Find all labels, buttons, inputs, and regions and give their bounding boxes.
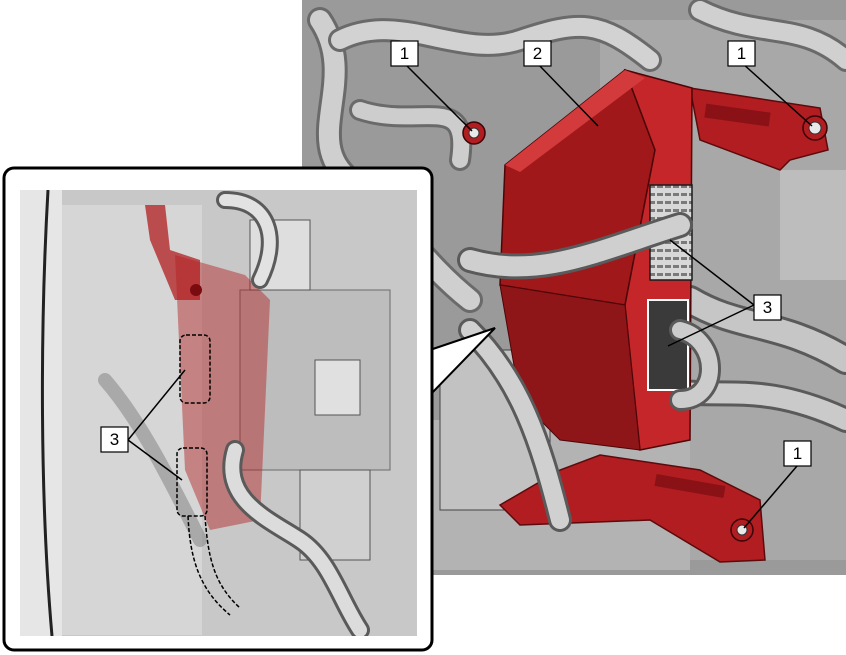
main-view bbox=[302, 0, 846, 575]
leader-1-upper-left bbox=[403, 62, 473, 132]
inset-dashed-connectors bbox=[176, 334, 241, 616]
lower-bracket-slot bbox=[654, 474, 726, 498]
inset-bracket-upper bbox=[145, 205, 200, 300]
harness-front-fill bbox=[460, 215, 690, 277]
dashed-connector-lower bbox=[176, 447, 208, 517]
inset-bracket-hole bbox=[190, 284, 202, 296]
inset-harness-lower-fill bbox=[225, 443, 367, 636]
callout-2-label: 2 bbox=[533, 44, 542, 63]
inset-leader-lines bbox=[127, 369, 186, 481]
inset-connector-mid bbox=[314, 359, 361, 416]
inset-left-edge bbox=[40, 190, 54, 636]
inset-leader-3-b bbox=[127, 439, 183, 481]
callout-1-upper-right: 1 bbox=[727, 40, 756, 67]
inset-module-translucent bbox=[175, 255, 270, 530]
callout-1-upper-right-label: 1 bbox=[737, 44, 746, 63]
harness-right-mid-fill bbox=[678, 288, 846, 372]
leader-1-lower-right bbox=[743, 465, 798, 529]
callout-3-main: 3 bbox=[753, 294, 782, 321]
callout-1-lower-right-label: 1 bbox=[793, 444, 802, 463]
dashed-connector-upper bbox=[179, 334, 211, 404]
inset-view bbox=[20, 190, 417, 636]
harness-top-fill bbox=[331, 17, 659, 69]
connector-slot-lower bbox=[647, 299, 689, 391]
dashed-connector-wire bbox=[187, 515, 241, 616]
callout-3-inset-label: 3 bbox=[110, 430, 119, 449]
harness-left-loop-fill bbox=[352, 102, 470, 168]
inset-harness-left bbox=[98, 373, 207, 547]
right-connector-block bbox=[780, 170, 846, 280]
callout-1-lower-right: 1 bbox=[783, 440, 812, 467]
upper-bracket-slot bbox=[704, 103, 771, 127]
leader-2 bbox=[536, 62, 599, 127]
callout-1-upper-left: 1 bbox=[390, 40, 419, 67]
callout-1-upper-left-label: 1 bbox=[400, 44, 409, 63]
leader-3-a bbox=[669, 239, 755, 306]
inset-leader-3-a bbox=[127, 369, 186, 441]
callout-3-inset: 3 bbox=[100, 426, 129, 453]
harness-right-top-fill bbox=[691, 1, 846, 69]
main-leader-lines bbox=[403, 62, 813, 529]
callout-2: 2 bbox=[523, 40, 552, 67]
leader-3-b bbox=[667, 304, 755, 347]
callout-3-main-label: 3 bbox=[763, 298, 772, 317]
leader-1-upper-right bbox=[741, 62, 813, 127]
module-top-edge bbox=[505, 70, 645, 172]
inset-harness-top-fill bbox=[219, 194, 276, 286]
nut-upper-right bbox=[802, 115, 828, 141]
harness-front-lower-fill bbox=[461, 321, 569, 529]
